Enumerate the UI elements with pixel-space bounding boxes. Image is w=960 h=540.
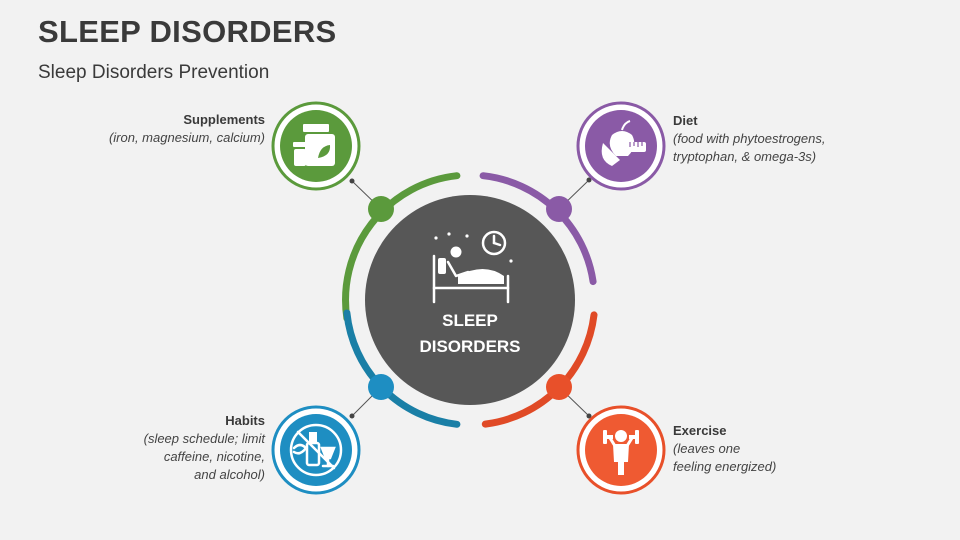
exercise-label: Exercise (leaves one feeling energized) bbox=[673, 422, 853, 476]
connector-dot-exercise bbox=[586, 413, 592, 419]
supplement-bottles-icon bbox=[293, 124, 335, 166]
connector-dot-diet bbox=[586, 177, 592, 183]
node-habits bbox=[368, 374, 394, 400]
dumbbell-person-icon bbox=[603, 430, 639, 475]
diet-label: Diet (food with phytoestrogens, tryptoph… bbox=[673, 112, 873, 166]
habits-desc-line3: and alcohol) bbox=[194, 467, 265, 482]
center-label: SLEEP DISORDERS bbox=[365, 308, 575, 360]
node-supplements bbox=[368, 196, 394, 222]
person-in-bed-clock-icon bbox=[432, 230, 513, 304]
supplements-desc-line1: (iron, magnesium, calcium) bbox=[108, 130, 265, 145]
arc-supplements bbox=[342, 172, 461, 322]
page-subtitle: Sleep Disorders Prevention bbox=[38, 62, 270, 83]
exercise-desc-line2: feeling energized) bbox=[673, 459, 777, 474]
center-circle bbox=[365, 195, 575, 405]
page-title: SLEEP DISORDERS bbox=[38, 14, 337, 49]
center-label-line2: DISORDERS bbox=[419, 337, 521, 356]
connector-dot-habits bbox=[349, 413, 355, 419]
habits-label: Habits (sleep schedule; limit caffeine, … bbox=[90, 412, 265, 484]
supplements-label: Supplements (iron, magnesium, calcium) bbox=[80, 111, 265, 147]
habits-title: Habits bbox=[225, 413, 265, 428]
habits-desc-line1: (sleep schedule; limit bbox=[143, 431, 265, 446]
fruit-vegetable-measure-icon bbox=[601, 120, 646, 166]
habits-desc-line2: caffeine, nicotine, bbox=[163, 449, 265, 464]
diet-desc-line1: (food with phytoestrogens, bbox=[673, 131, 826, 146]
exercise-desc-line1: (leaves one bbox=[673, 441, 741, 456]
node-diet bbox=[546, 196, 572, 222]
no-smoking-drinking-icon bbox=[289, 423, 343, 477]
center-label-line1: SLEEP bbox=[442, 311, 498, 330]
diet-desc-line2: tryptophan, & omega-3s) bbox=[673, 149, 817, 164]
connector-dot-supplements bbox=[349, 178, 355, 184]
exercise-title: Exercise bbox=[673, 423, 727, 438]
supplements-title: Supplements bbox=[183, 112, 265, 127]
node-exercise bbox=[546, 374, 572, 400]
diet-title: Diet bbox=[673, 113, 698, 128]
